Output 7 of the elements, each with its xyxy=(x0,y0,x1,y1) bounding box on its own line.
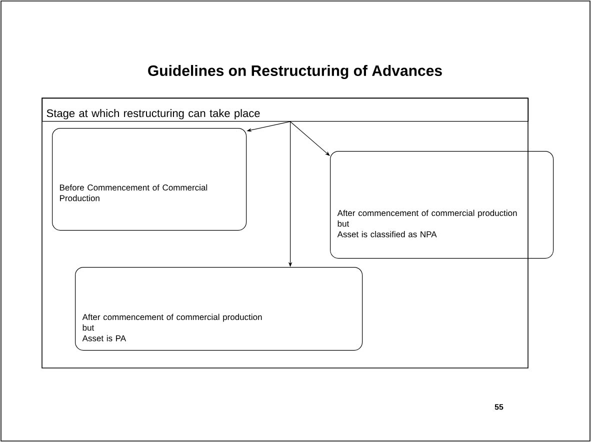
header-band: Stage at which restructuring can take place xyxy=(42,98,529,122)
stage-box: After commencement of commercial production but Asset is classified as NPA xyxy=(330,151,554,259)
title: Guidelines on Restructuring of Advances xyxy=(148,64,442,80)
stage-box: After commencement of commercial production but Asset is PA xyxy=(75,267,363,351)
page-number: 55 xyxy=(494,404,504,410)
arrow xyxy=(290,121,330,156)
stage-box: Before Commencement of Commercial Production xyxy=(52,128,247,231)
